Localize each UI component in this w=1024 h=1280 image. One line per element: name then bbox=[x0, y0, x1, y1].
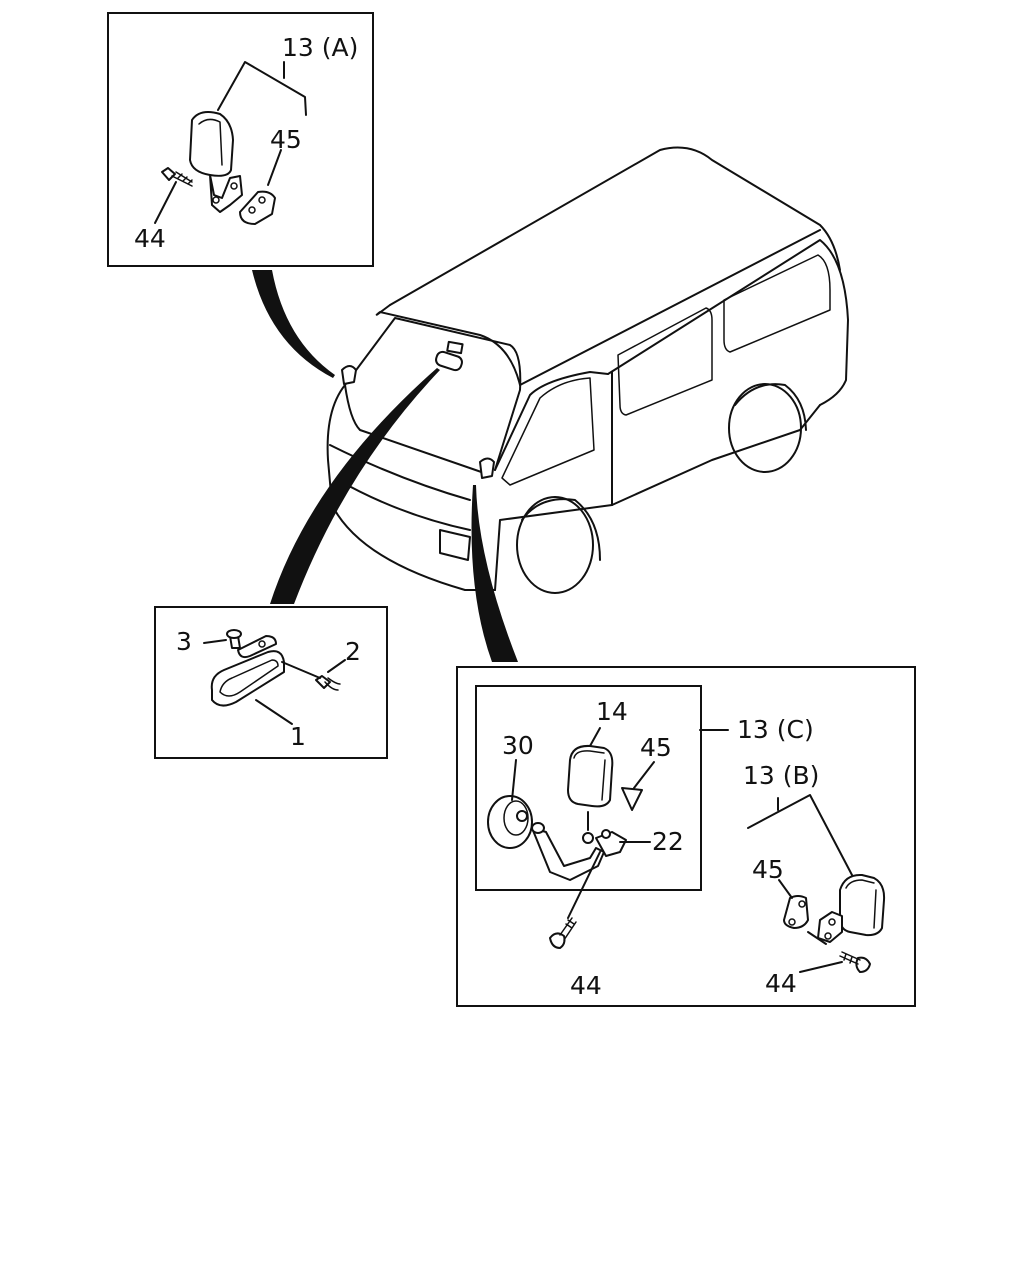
label-45-b: 45 bbox=[752, 855, 784, 884]
label-13c: 13 (C) bbox=[737, 715, 814, 744]
label-22: 22 bbox=[652, 827, 684, 856]
label-14: 14 bbox=[596, 697, 628, 726]
label-45-a: 45 bbox=[270, 125, 302, 154]
label-30: 30 bbox=[502, 731, 534, 760]
detail-box-mirror-c-b: 13 (C) 14 30 45 22 44 13 (B) 45 44 bbox=[456, 666, 916, 1007]
label-44-b: 44 bbox=[765, 969, 797, 998]
van-illustration bbox=[326, 146, 849, 594]
label-13a: 13 (A) bbox=[282, 33, 358, 62]
callout-arrow-mirror-c bbox=[471, 485, 518, 662]
callout-arrow-inner-mirror bbox=[270, 368, 440, 604]
label-2: 2 bbox=[345, 637, 361, 666]
label-45-c: 45 bbox=[640, 733, 672, 762]
label-1: 1 bbox=[290, 722, 306, 751]
label-3: 3 bbox=[176, 627, 192, 656]
detail-box-inner-mirror: 3 2 1 bbox=[154, 606, 388, 759]
label-44-a: 44 bbox=[134, 224, 166, 253]
label-44-c: 44 bbox=[570, 971, 602, 1000]
detail-box-mirror-a: 13 (A) 45 44 bbox=[107, 12, 374, 267]
label-13b: 13 (B) bbox=[743, 761, 819, 790]
callout-arrow-mirror-a bbox=[252, 270, 335, 378]
